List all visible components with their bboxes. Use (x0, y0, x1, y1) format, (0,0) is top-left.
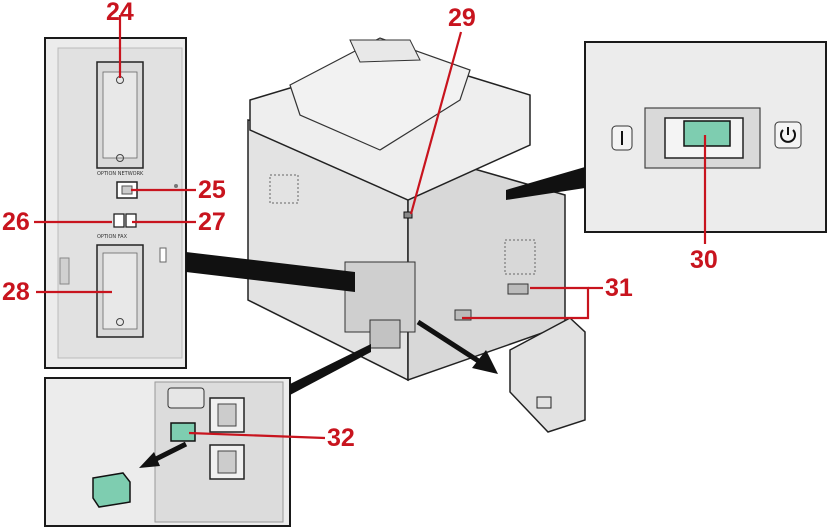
leader-lines (34, 15, 707, 440)
callout-29: 29 (448, 4, 476, 32)
callout-26: 26 (2, 208, 30, 236)
callout-27: 27 (198, 208, 226, 236)
zoom-wedge-right (506, 167, 585, 200)
connector-latch (170, 422, 196, 442)
power-standby-icon (774, 121, 802, 149)
callout-25: 25 (198, 176, 226, 204)
usb-port-icon (113, 213, 137, 228)
callout-28: 28 (2, 278, 30, 306)
power-inlet-inset (44, 377, 291, 527)
option-network-label: OPTION NETWORK (97, 171, 144, 177)
printer-body (247, 37, 566, 382)
interface-panel-inset: OPTION NETWORK OPTION FAX (44, 37, 187, 369)
power-off-icon (611, 125, 633, 151)
zoom-wedge-bottom (290, 344, 371, 395)
callout-30: 30 (690, 246, 718, 274)
option-fax-label: OPTION FAX (97, 234, 128, 240)
connector-cap (92, 472, 131, 508)
power-switch (683, 120, 731, 147)
callout-32: 32 (327, 424, 355, 452)
callout-24: 24 (106, 0, 134, 26)
zoom-wedge-left (186, 252, 355, 292)
lan-port-icon (116, 181, 138, 199)
callout-31: 31 (605, 274, 633, 302)
